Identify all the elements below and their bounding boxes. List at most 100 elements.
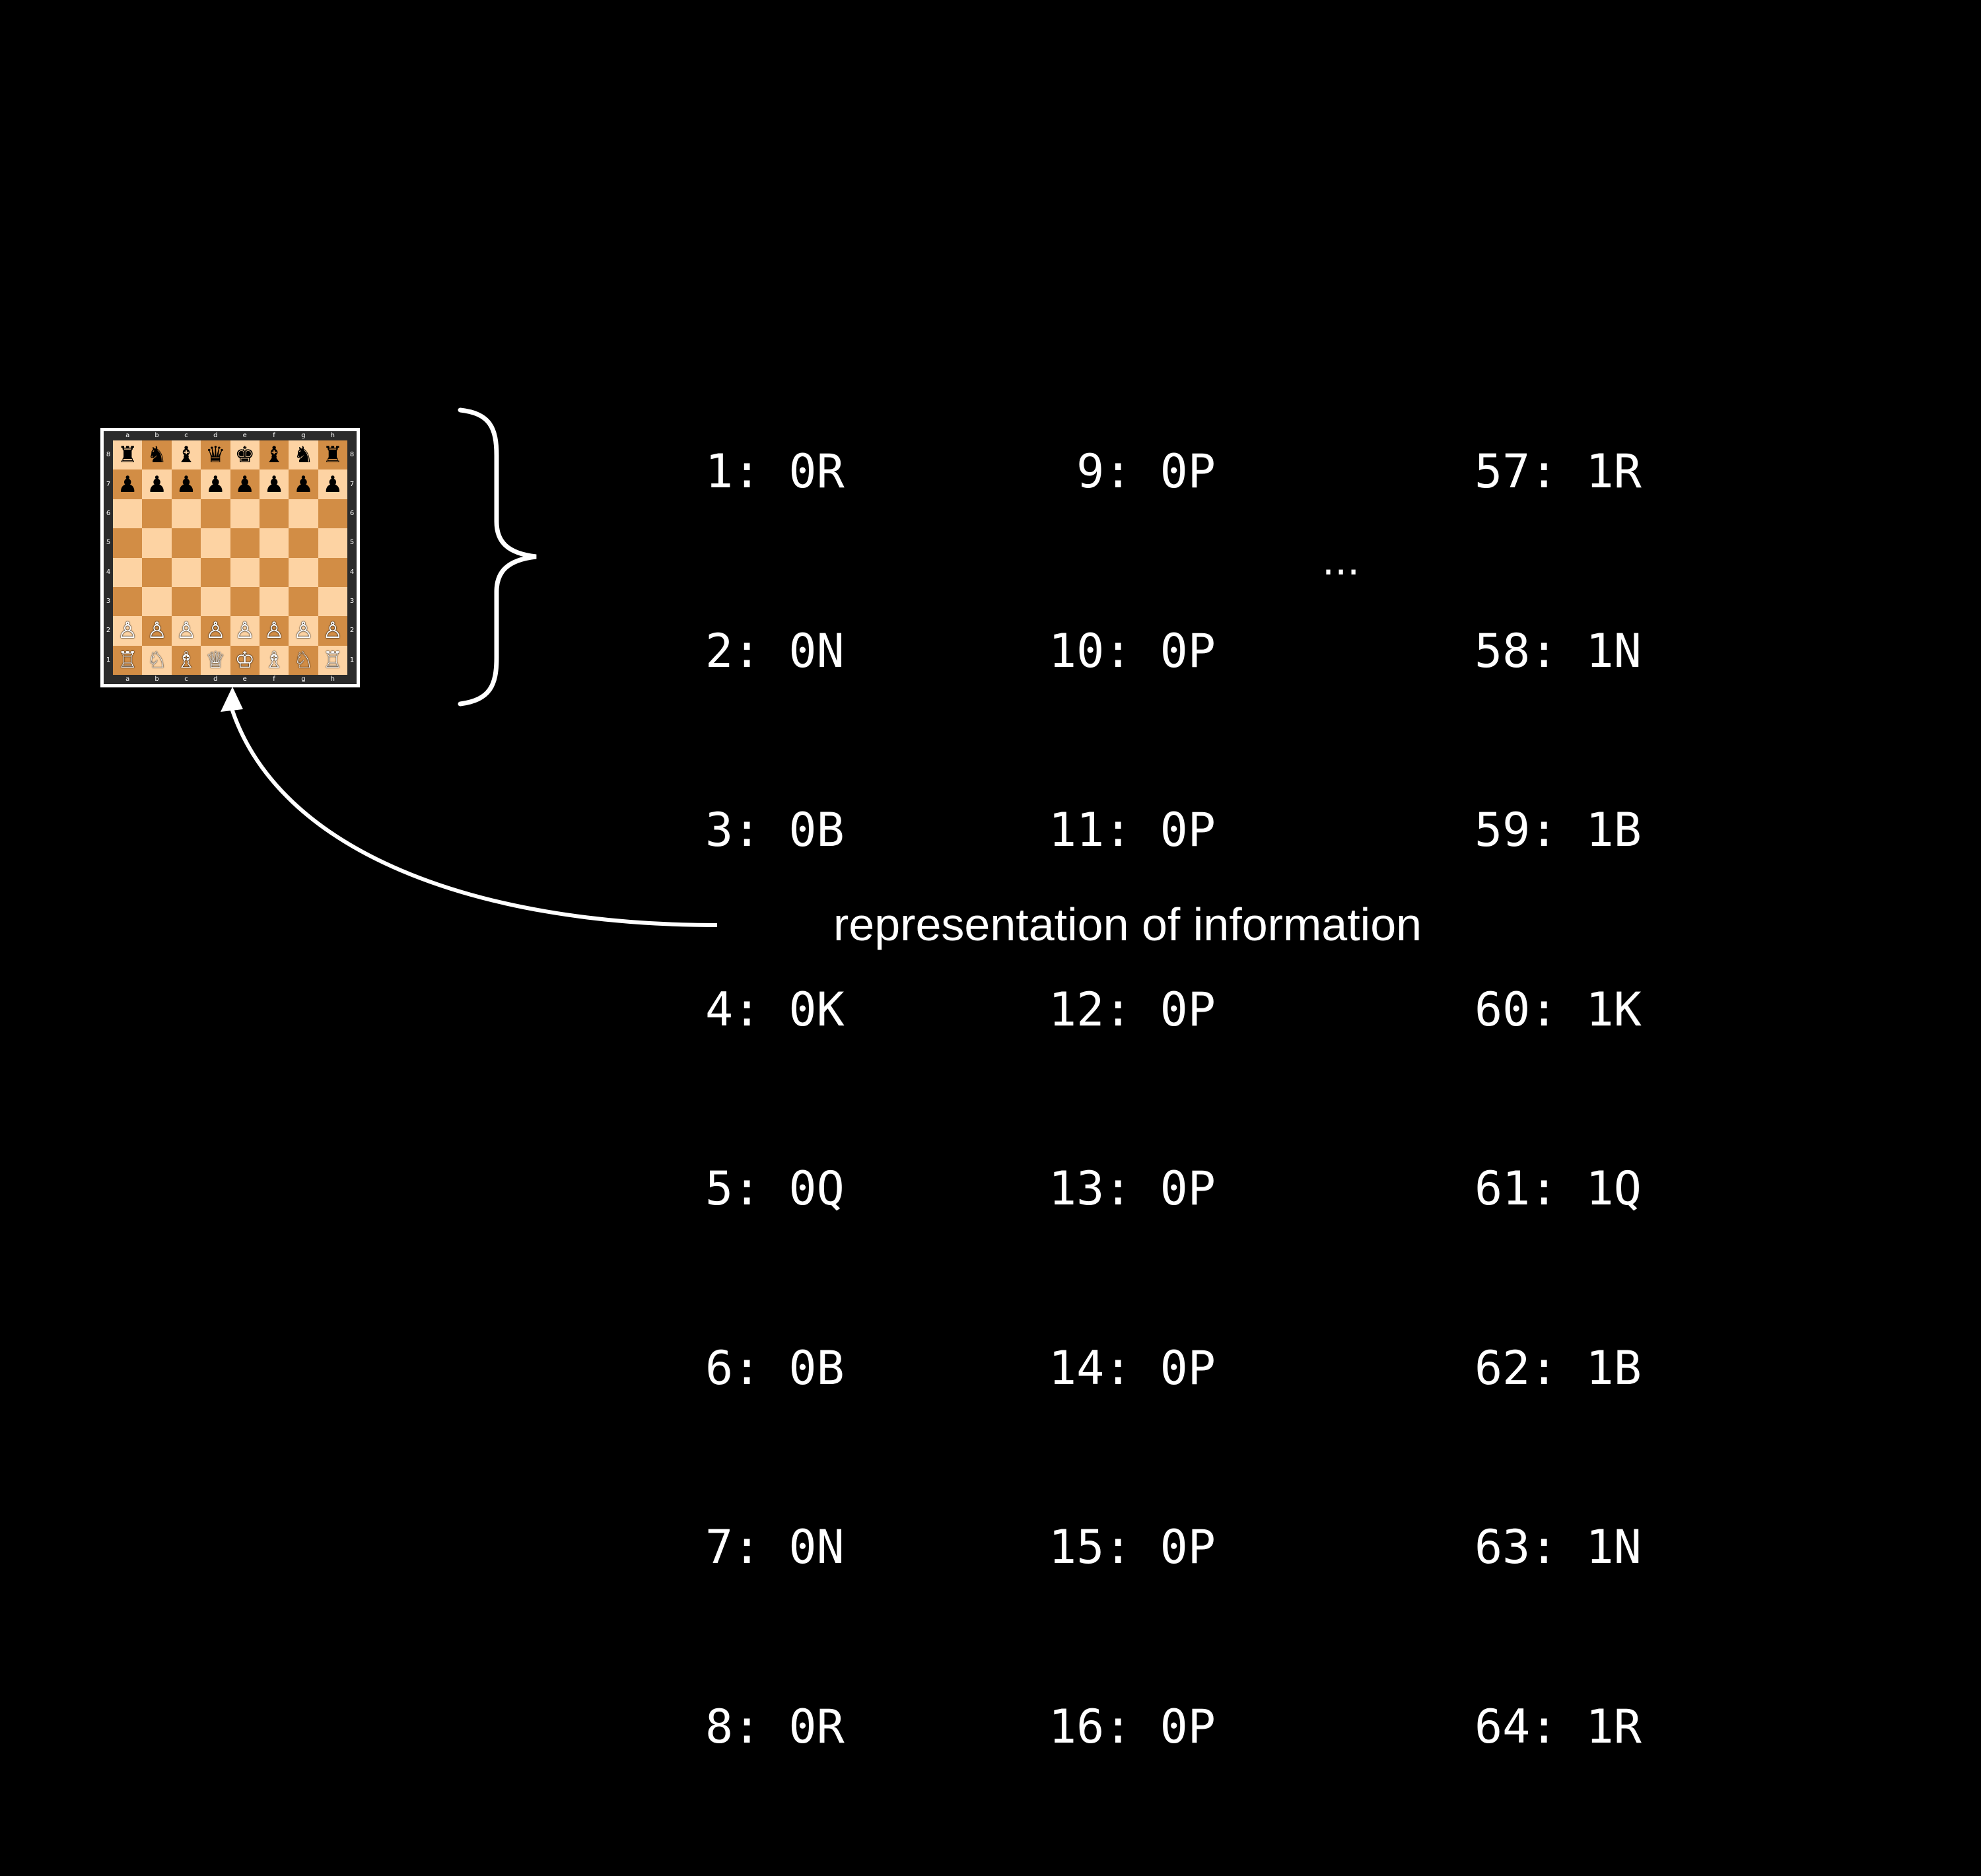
chess-piece: ♟ (205, 471, 226, 498)
code-line: 10: 0P (1049, 623, 1216, 678)
board-square (201, 586, 230, 617)
code-column-2: 9: 0P 10: 0P 11: 0P 12: 0P 13: 0P 14: 0P… (1049, 322, 1216, 1876)
code-line: 60: 1K (1475, 982, 1642, 1037)
code-line: 5: 0Q (705, 1162, 845, 1216)
file-label: f (273, 432, 275, 439)
chess-piece: ♝ (263, 442, 285, 469)
board-square: ♘ (289, 645, 318, 675)
chess-piece: ♖ (322, 646, 343, 674)
board-square (201, 499, 230, 529)
chess-piece: ♙ (117, 617, 138, 644)
code-line: 9: 0P (1049, 444, 1216, 499)
chess-piece: ♟ (147, 471, 167, 498)
chess-piece: ♘ (293, 646, 314, 674)
chess-piece: ♞ (147, 442, 167, 469)
rank-label: 2 (349, 627, 355, 635)
chess-piece: ♙ (147, 617, 167, 644)
file-label: d (213, 676, 218, 683)
file-label: h (330, 432, 335, 439)
chess-piece: ♘ (147, 646, 167, 674)
file-label: d (213, 432, 218, 439)
chess-piece: ♚ (234, 442, 255, 469)
board-square (318, 499, 347, 529)
code-line: 6: 0B (705, 1340, 845, 1395)
board-square (259, 557, 289, 587)
rank-label: 4 (106, 568, 111, 576)
board-square: ♟ (113, 469, 143, 499)
board-square: ♝ (171, 440, 201, 470)
curly-brace (458, 407, 537, 707)
file-label: b (155, 432, 159, 439)
board-square: ♟ (318, 469, 347, 499)
file-label: f (273, 676, 275, 683)
code-line: 64: 1R (1475, 1699, 1642, 1754)
chess-piece: ♗ (176, 646, 197, 674)
caption: representation of information (833, 899, 1422, 950)
board-square: ♞ (289, 440, 318, 470)
chess-piece: ♔ (234, 646, 255, 674)
board-square (318, 586, 347, 617)
code-line: 59: 1B (1475, 803, 1642, 857)
board-square: ♗ (259, 645, 289, 675)
code-line: 61: 1Q (1475, 1162, 1642, 1216)
code-line: 4: 0K (705, 982, 845, 1037)
board-square (201, 528, 230, 558)
file-label: c (184, 676, 188, 683)
board-square: ♙ (142, 616, 172, 646)
board-square: ♛ (201, 440, 230, 470)
code-line: 2: 0N (705, 623, 845, 678)
board-square: ♘ (142, 645, 172, 675)
rank-label: 4 (349, 568, 355, 576)
rank-label: 1 (349, 656, 355, 664)
chess-piece: ♜ (322, 442, 343, 469)
code-line: 12: 0P (1049, 982, 1216, 1037)
board-square: ♙ (171, 616, 201, 646)
board-square (142, 499, 172, 529)
chess-piece: ♝ (176, 442, 197, 469)
rank-label: 1 (106, 656, 111, 664)
code-line: 57: 1R (1475, 444, 1642, 499)
rank-label: 6 (106, 509, 111, 517)
board-square (289, 557, 318, 587)
arrow-curve (229, 706, 718, 927)
chess-piece: ♙ (293, 617, 314, 644)
rank-label: 7 (349, 480, 355, 488)
code-line: 3: 0B (705, 803, 845, 857)
code-line: 11: 0P (1049, 803, 1216, 857)
code-line: 14: 0P (1049, 1340, 1216, 1395)
chess-piece: ♟ (117, 471, 138, 498)
chess-piece: ♟ (263, 471, 285, 498)
board-square (230, 586, 260, 617)
code-line: 58: 1N (1475, 623, 1642, 678)
code-line: 8: 0R (705, 1699, 845, 1754)
rank-label: 7 (106, 480, 111, 488)
board-square: ♙ (201, 616, 230, 646)
board-square (289, 586, 318, 617)
file-label: e (242, 432, 247, 439)
code-line: 63: 1N (1475, 1520, 1642, 1574)
board-square (259, 499, 289, 529)
rank-label: 3 (349, 598, 355, 606)
board-square (113, 528, 143, 558)
chess-piece: ♗ (263, 646, 285, 674)
code-line: 15: 0P (1049, 1520, 1216, 1574)
file-label: a (125, 676, 130, 683)
board-square: ♗ (171, 645, 201, 675)
board-square: ♙ (230, 616, 260, 646)
code-line: 7: 0N (705, 1520, 845, 1574)
chess-piece: ♜ (117, 442, 138, 469)
board-square: ♟ (171, 469, 201, 499)
chess-piece: ♛ (205, 442, 226, 469)
file-label: a (125, 432, 130, 439)
board-square: ♟ (289, 469, 318, 499)
chess-piece: ♟ (176, 471, 197, 498)
chess-piece: ♞ (293, 442, 314, 469)
rank-label: 8 (349, 451, 355, 459)
board-square: ♙ (113, 616, 143, 646)
board-square (142, 586, 172, 617)
file-label: e (242, 676, 247, 683)
board-square: ♕ (201, 645, 230, 675)
file-label: c (184, 432, 188, 439)
board-square (259, 528, 289, 558)
